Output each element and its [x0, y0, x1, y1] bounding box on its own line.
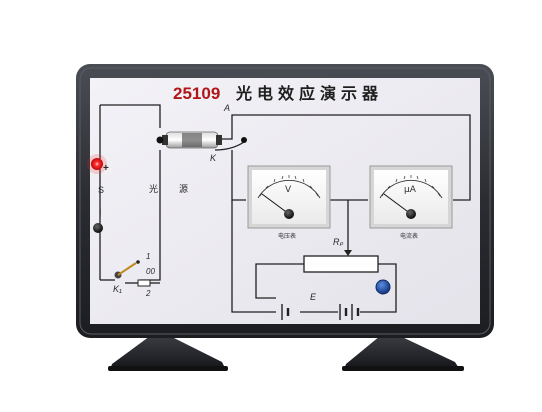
voltmeter-unit: V: [285, 185, 292, 195]
board-title: 光电效应演示器: [235, 84, 383, 103]
push-button[interactable]: [375, 279, 391, 295]
battery-label: E: [310, 292, 317, 302]
rheostat-wiper-arrow: [344, 250, 352, 256]
battery: [281, 304, 360, 320]
voltmeter: V: [247, 165, 331, 229]
left-stand: [108, 336, 228, 371]
switch-k1-label: K₁: [113, 284, 122, 294]
model-number: 25109: [173, 84, 220, 103]
rheostat: [303, 255, 379, 273]
microammeter: μA: [369, 165, 453, 229]
small-resistor: [137, 279, 151, 287]
switch-pos-0: 00: [146, 267, 155, 276]
voltmeter-caption: 电压表: [278, 232, 296, 240]
photo-tube: [156, 131, 247, 149]
rheostat-label: Rₚ: [333, 237, 343, 247]
right-stand: [342, 336, 464, 371]
light-source-label-2: 源: [179, 184, 188, 194]
black-terminal[interactable]: [93, 223, 103, 233]
light-source-label-1: 光: [149, 183, 158, 194]
anode-label: A: [223, 103, 230, 113]
switch-pos-1: 1: [146, 252, 150, 261]
switch-pos-2: 2: [145, 289, 151, 298]
microammeter-unit: μA: [404, 185, 417, 195]
microammeter-caption: 电流表: [400, 232, 418, 240]
cathode-label: K: [210, 153, 217, 163]
red-indicator-light: [91, 158, 103, 170]
switch-minus-label: I: [99, 207, 102, 217]
switch-plus-label: +: [103, 163, 109, 174]
switch-k1[interactable]: [114, 260, 140, 279]
switch-s-label: S: [98, 185, 104, 195]
